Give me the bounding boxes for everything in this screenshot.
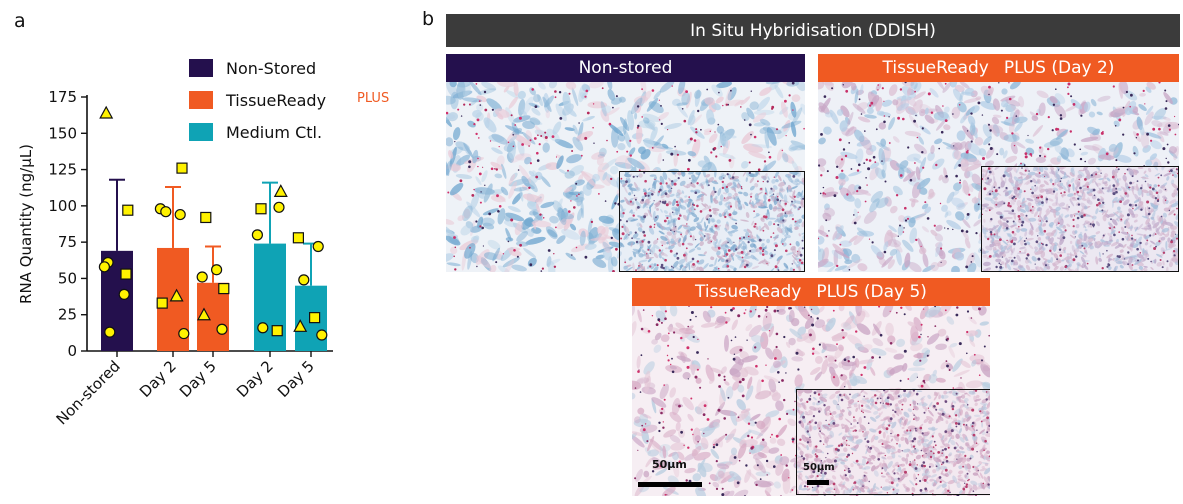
data-point-circle [273,201,285,213]
histology-inset: 50µm [796,389,990,495]
legend-label-suffix-1: PLUS [357,91,389,106]
data-point-square [120,268,132,280]
data-point-triangle [293,319,308,332]
data-point-triangle [196,307,212,321]
histology-image [446,82,805,272]
legend-swatch-0 [189,59,213,77]
data-point-circle [298,274,310,286]
data-point-circle [196,271,208,283]
data-point-triangle [169,288,184,302]
histology-inset-image [982,167,1178,271]
y-tick-label: 125 [48,161,77,179]
legend-label-0: Non-Stored [226,59,316,78]
histology-image-day5: 50µm 50µm [632,306,990,496]
data-point-square [292,232,304,244]
data-point-circle [312,240,324,253]
histology-image [818,82,1179,272]
y-tick-label: 50 [58,269,77,287]
ish-title-banner: In Situ Hybridisation (DDISH) [446,14,1180,47]
data-point-square [271,325,283,337]
banner-day2-label: TissueReady [882,58,989,78]
histology-inset-image [620,172,804,271]
data-point-circle [316,329,328,341]
y-tick-label: 0 [67,342,77,360]
data-point-circle [216,323,228,335]
data-point-circle [174,208,186,221]
banner-non-stored: Non-stored [446,54,805,82]
scale-bar-main [638,482,702,487]
y-axis-label: RNA Quantity (ng/µL) [17,144,35,304]
ish-title: In Situ Hybridisation (DDISH) [690,20,936,41]
data-point-square [200,211,212,224]
legend-label-2: Medium Ctl. [226,123,322,142]
panel-letter-a: a [14,10,26,32]
data-point-circle [178,327,190,340]
y-tick-label: 100 [48,197,77,215]
legend-swatch-2 [189,123,213,141]
data-point-triangle [273,184,288,197]
histology-image [632,306,990,496]
data-point-square [176,162,188,174]
y-tick-label: 75 [58,233,77,251]
data-point-circle [104,326,116,338]
y-tick-label: 25 [58,306,77,324]
x-tick-label: Day 2 [233,357,277,401]
banner-day2-tail: PLUS (Day 2) [1003,58,1115,78]
legend-swatch-1 [189,91,213,109]
histology-inset-image [797,390,990,494]
banner-non-stored-label: Non-stored [578,58,673,78]
data-point-square [122,204,134,216]
scale-bar-main-label: 50µm [652,458,687,471]
histology-image-day2 [818,82,1179,272]
data-point-circle [98,261,111,273]
data-point-circle [251,229,263,241]
y-tick-label: 175 [48,88,77,106]
banner-day5-label: TissueReady [695,282,802,302]
data-point-circle [118,288,130,300]
x-tick-label: Day 5 [274,357,318,401]
histology-inset [981,166,1179,272]
data-point-triangle [99,105,114,119]
scale-bar-inset [807,480,829,485]
data-point-circle [211,264,223,276]
histology-image-non-stored [446,82,805,272]
data-point-circle [160,206,172,218]
data-point-square [218,282,230,295]
x-tick-label: Day 5 [176,357,220,401]
histology-inset [619,171,805,272]
data-point-square [156,297,168,309]
banner-day5-tail: PLUS (Day 5) [816,282,927,302]
scale-bar-inset-label: 50µm [803,462,835,473]
x-tick-label: Non-stored [53,357,124,428]
data-point-square [309,312,321,324]
banner-day5: TissueReady PLUS (Day 5) [632,278,990,306]
legend-label-1: TissueReady [225,91,326,110]
data-point-circle [257,322,269,334]
y-tick-label: 150 [48,124,77,142]
data-point-square [255,203,267,215]
x-tick-label: Day 2 [136,357,180,401]
banner-day2: TissueReady PLUS (Day 2) [818,54,1179,82]
